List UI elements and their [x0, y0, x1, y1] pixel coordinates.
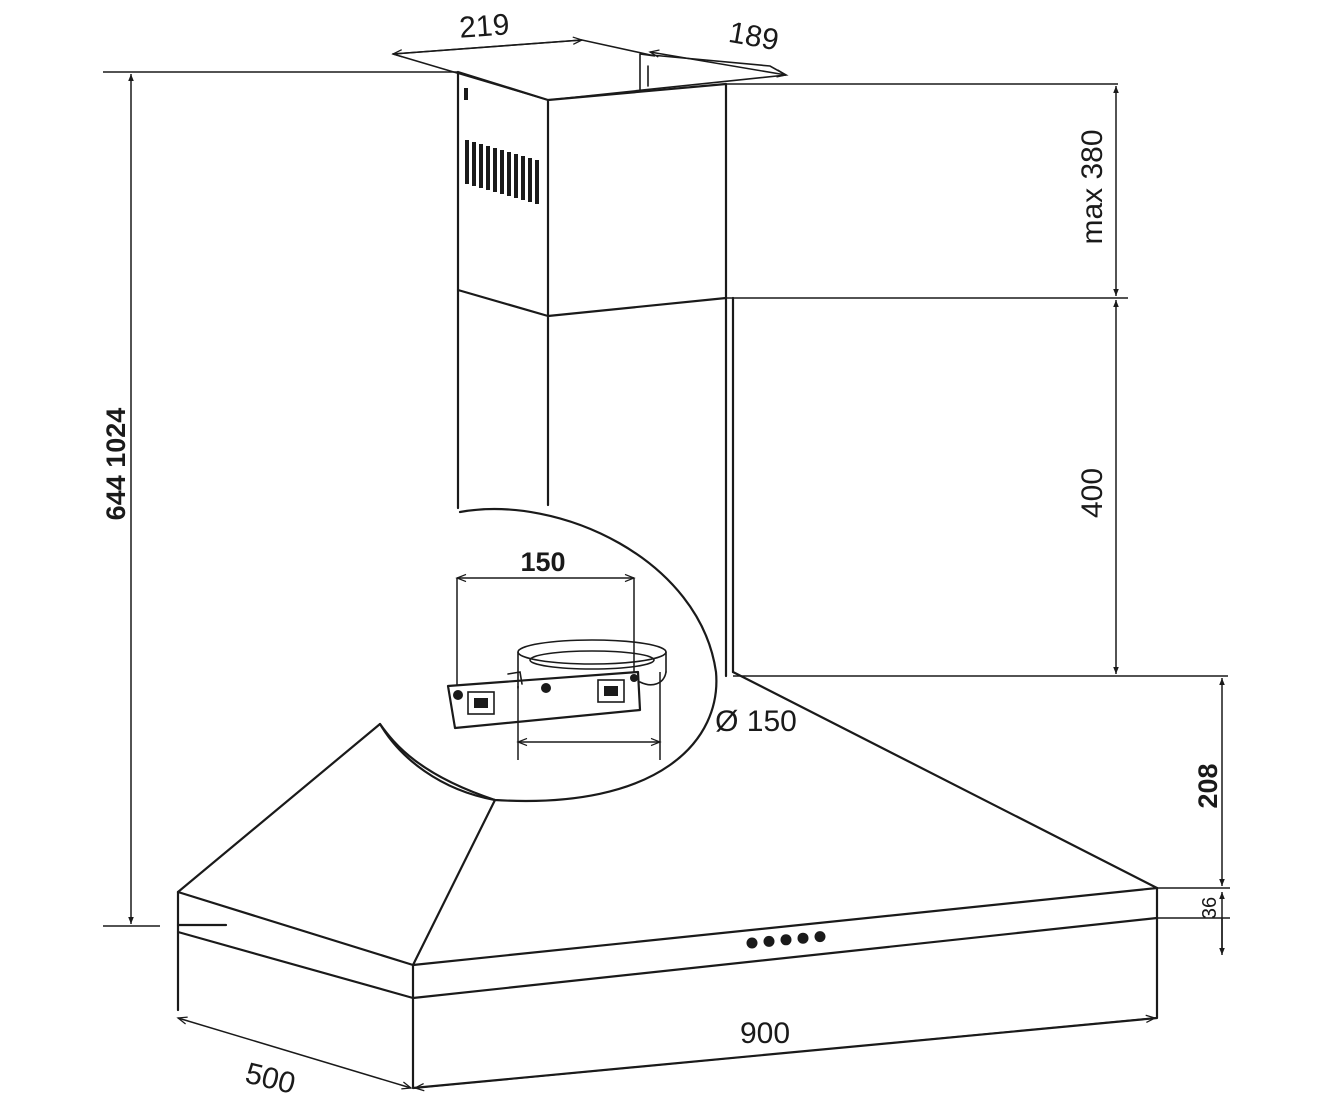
control-button[interactable]	[763, 935, 775, 947]
lower-chimney-label: 400	[1076, 468, 1109, 518]
control-button[interactable]	[746, 937, 758, 949]
total-height-label: 644 1024	[101, 408, 131, 521]
outlet-collar	[517, 639, 667, 689]
control-button[interactable]	[780, 934, 792, 946]
upper-chimney-label: max 380	[1076, 129, 1109, 244]
depth-dim	[176, 1016, 413, 1090]
detail-bubble	[378, 507, 718, 803]
control-buttons[interactable]	[746, 931, 826, 949]
top-depth-label: 189	[726, 16, 781, 57]
width-label: 900	[740, 1017, 790, 1050]
hood-body	[176, 670, 1159, 1090]
width-dim	[413, 1014, 1157, 1092]
hood-body-height-label: 208	[1193, 763, 1223, 808]
depth-label: 500	[242, 1057, 299, 1100]
chimney-vents	[464, 88, 539, 204]
control-button[interactable]	[814, 931, 826, 943]
lower-chimney	[456, 288, 735, 678]
ceiling-plate-back	[639, 53, 649, 91]
hood-pyramid	[176, 670, 1159, 967]
outlet-diameter-label: Ø 150	[715, 705, 797, 738]
dimension-lines	[103, 36, 1230, 1092]
hood-rim	[176, 886, 1159, 1000]
hood-rim-height-label: 36	[1199, 897, 1221, 919]
upper-chimney	[456, 70, 728, 318]
top-width-dim	[391, 36, 584, 58]
flange-width-label: 150	[520, 547, 565, 577]
detail-bubble-outline	[378, 507, 718, 803]
mounting-flange	[446, 670, 667, 730]
chimney	[392, 39, 789, 678]
dimension-labels: 219 189 max 380 400 644 1024 208 36 900 …	[101, 8, 1223, 1100]
top-width-label: 219	[458, 8, 510, 44]
control-button[interactable]	[797, 932, 809, 944]
top-depth-dim	[648, 49, 788, 78]
